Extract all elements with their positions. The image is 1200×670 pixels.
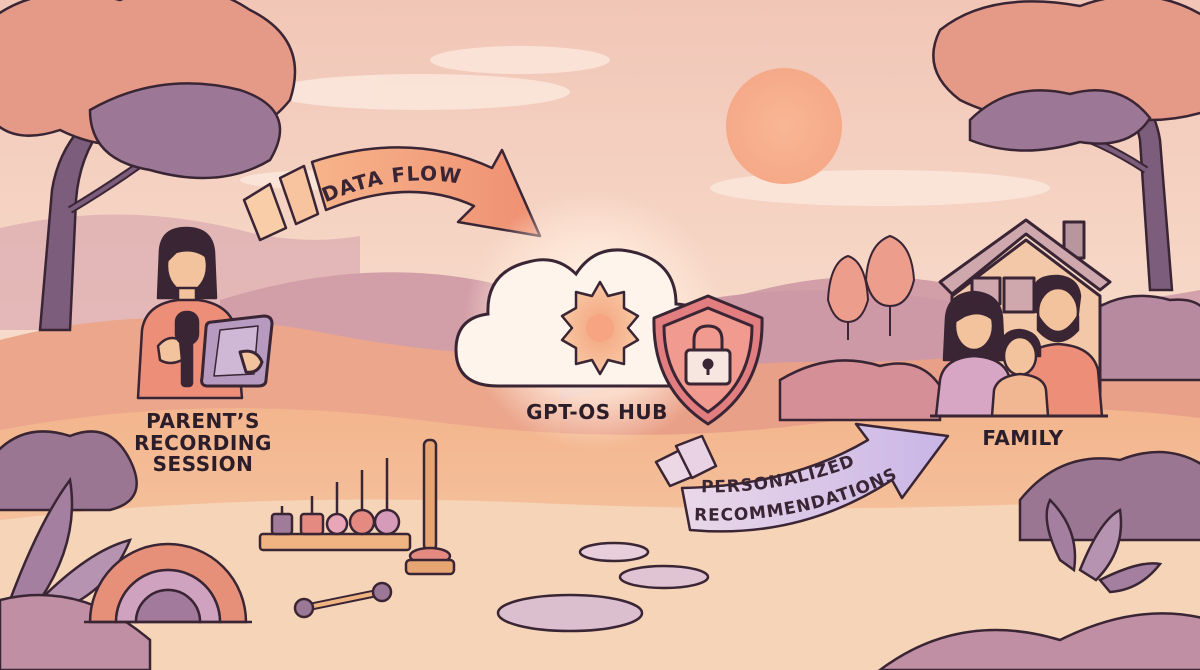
- sorter-toy: [258, 458, 412, 552]
- tree-left: [0, 0, 297, 332]
- parent-label-line1: PARENT’S: [146, 409, 260, 433]
- gpt-os-hub-label: GPT-OS HUB: [526, 400, 668, 424]
- gear-icon: [560, 280, 640, 376]
- shield-lock-icon: [652, 294, 764, 426]
- data-flow-segment-1: [242, 182, 288, 242]
- tablet-icon: [200, 314, 274, 388]
- sky-clouds: [240, 46, 1050, 206]
- family-figures: [934, 274, 1104, 418]
- bush-bottom-right: [877, 612, 1200, 670]
- small-trees: [826, 234, 916, 340]
- family-label: FAMILY: [982, 426, 1064, 450]
- parent-label-line2: RECORDING: [134, 430, 272, 455]
- sun: [726, 68, 842, 184]
- recommendations-arrow: [654, 422, 950, 533]
- rainbow-toy: [84, 542, 252, 624]
- data-flow-segment-2: [278, 164, 320, 226]
- parent-recording-session-label: PARENT’S RECORDING SESSION: [118, 409, 288, 477]
- stacking-pole: [404, 438, 456, 576]
- parent-label-line3: SESSION: [152, 452, 254, 477]
- stick-toy: [293, 581, 393, 619]
- stepping-stones: [496, 541, 710, 633]
- recommendations-arrow-body: [680, 422, 950, 533]
- plants: [8, 476, 1163, 612]
- data-flow-arrow: [242, 146, 542, 242]
- tree-right: [932, 0, 1200, 292]
- microphone-icon: [174, 310, 200, 388]
- recommendations-segment-2: [674, 434, 718, 480]
